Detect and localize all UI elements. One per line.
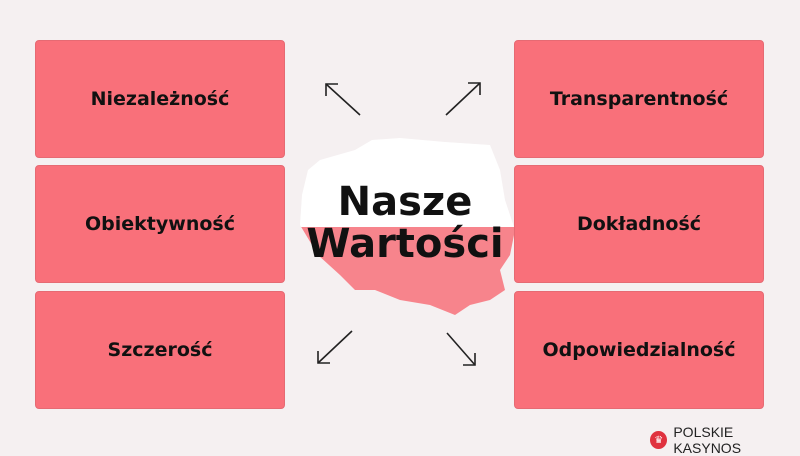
arrows — [317, 82, 481, 366]
brand-name: POLSKIE KASYNOS — [673, 424, 742, 456]
arrow-down-right-icon — [446, 332, 476, 366]
brand-logo: ♛ POLSKIE KASYNOS — [650, 424, 800, 456]
value-box-right-1: Transparentność — [514, 40, 764, 158]
title-line-2: Wartości — [306, 221, 504, 267]
value-box-left-1: Niezależność — [35, 40, 285, 158]
value-box-left-3: Szczerość — [35, 291, 285, 409]
crown-icon: ♛ — [650, 431, 668, 449]
arrow-down-left-icon — [317, 330, 353, 364]
arrow-up-right-icon — [445, 82, 481, 116]
value-box-left-2: Obiektywność — [35, 165, 285, 283]
value-box-right-3: Odpowiedzialność — [514, 291, 764, 409]
value-box-right-2: Dokładność — [514, 165, 764, 283]
title-line-1: Nasze — [337, 179, 473, 225]
arrow-up-left-icon — [325, 83, 361, 116]
